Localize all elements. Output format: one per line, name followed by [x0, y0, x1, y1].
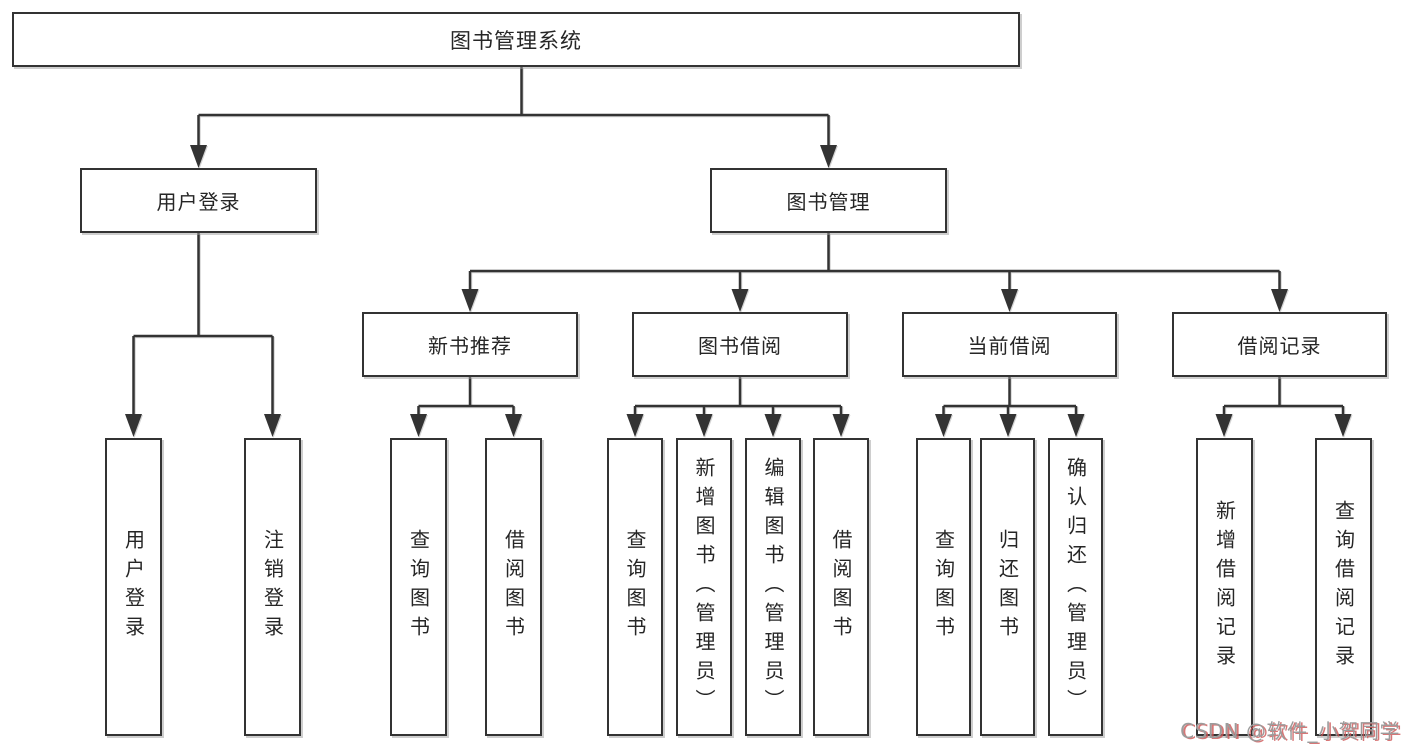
leaf-logout: 注销登录 — [244, 438, 301, 736]
csdn-watermark: CSDN @软件_小贺同学 — [1180, 719, 1400, 743]
leaf-borrow-book-2: 借阅图书 — [813, 438, 869, 736]
leaf-label: 用户登录 — [121, 529, 146, 645]
leaf-label: 编辑图书（管理员） — [761, 456, 785, 718]
leaf-confirm-return-admin: 确认归还（管理员） — [1048, 438, 1103, 736]
leaf-label: 新增图书（管理员） — [692, 456, 716, 718]
leaf-label: 查询图书 — [623, 529, 647, 645]
leaf-add-borrow-record: 新增借阅记录 — [1196, 438, 1253, 736]
node-new-book-recommend: 新书推荐 — [362, 312, 578, 377]
leaf-label: 借阅图书 — [501, 529, 526, 645]
node-label: 新书推荐 — [428, 334, 512, 358]
node-book-management: 图书管理 — [710, 168, 947, 233]
leaf-return-book: 归还图书 — [980, 438, 1035, 736]
leaf-add-book-admin: 新增图书（管理员） — [676, 438, 732, 736]
node-label: 借阅记录 — [1237, 334, 1322, 358]
node-label: 用户登录 — [156, 190, 241, 214]
node-label: 图书管理 — [786, 190, 871, 214]
node-user-login: 用户登录 — [80, 168, 317, 233]
leaf-borrow-book-1: 借阅图书 — [485, 438, 542, 736]
leaf-label: 查询借阅记录 — [1331, 500, 1356, 674]
node-book-borrowing: 图书借阅 — [632, 312, 848, 377]
leaf-query-book-3: 查询图书 — [916, 438, 971, 736]
leaf-user-login: 用户登录 — [105, 438, 162, 736]
leaf-label: 确认归还（管理员） — [1063, 456, 1088, 718]
node-current-borrowing: 当前借阅 — [902, 312, 1117, 377]
leaf-label: 注销登录 — [260, 529, 285, 645]
leaf-label: 查询图书 — [931, 529, 956, 645]
node-library-management-system: 图书管理系统 — [12, 12, 1020, 67]
leaf-edit-book-admin: 编辑图书（管理员） — [745, 438, 801, 736]
leaf-label: 新增借阅记录 — [1212, 500, 1237, 674]
node-label: 图书管理系统 — [450, 28, 582, 53]
leaf-label: 归还图书 — [995, 529, 1020, 645]
tree-edges — [132, 67, 1345, 416]
node-label: 图书借阅 — [698, 334, 782, 358]
node-label: 当前借阅 — [967, 334, 1052, 358]
leaf-query-book-2: 查询图书 — [607, 438, 663, 736]
leaf-query-book-1: 查询图书 — [390, 438, 447, 736]
leaf-label: 查询图书 — [406, 529, 431, 645]
node-borrowing-records: 借阅记录 — [1172, 312, 1387, 377]
leaf-query-borrow-record: 查询借阅记录 — [1315, 438, 1372, 736]
arrowheads — [125, 145, 1352, 437]
leaf-label: 借阅图书 — [829, 529, 853, 645]
